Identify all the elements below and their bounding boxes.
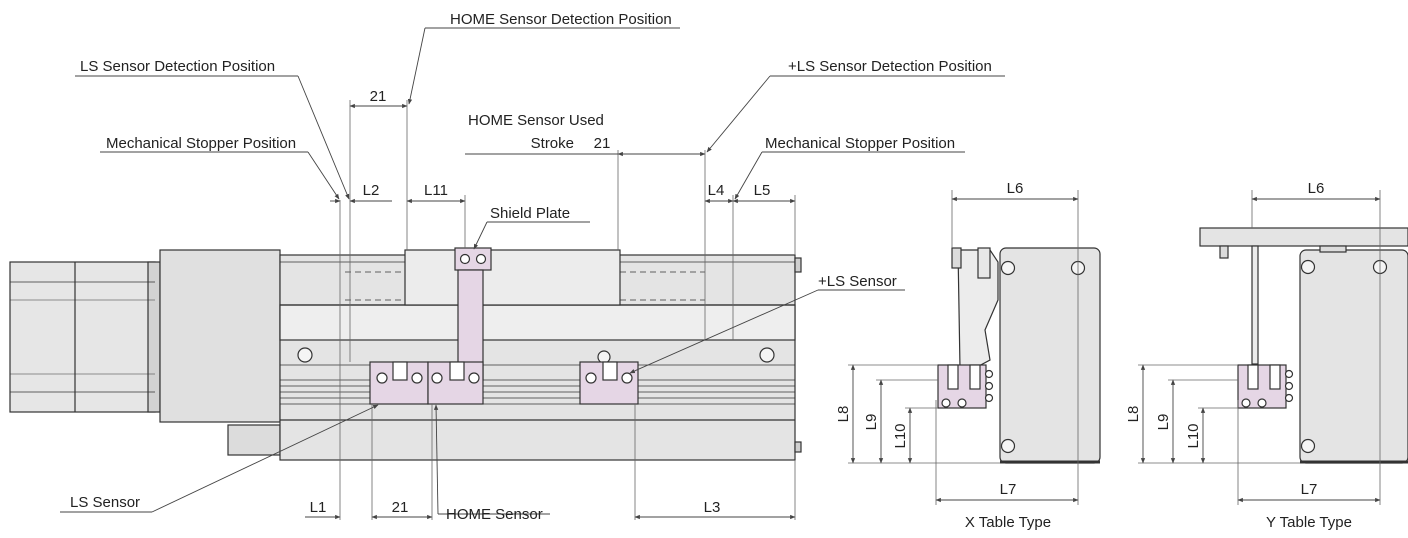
- dim-l2: L2: [363, 182, 380, 199]
- x-dim-l6: L6: [1007, 180, 1024, 197]
- ls-sensor: [369, 361, 429, 405]
- x-dim-l7: L7: [1000, 481, 1017, 498]
- table-carriage: [345, 249, 705, 306]
- side-leader-lines: [60, 27, 1005, 515]
- x-table-caption: X Table Type: [965, 514, 1051, 531]
- y-dim-l10: L10: [1185, 423, 1202, 448]
- y-table-dim-lines: [1140, 196, 1381, 503]
- mech-stopper-right-label: Mechanical Stopper Position: [765, 135, 955, 152]
- plus-ls-sensor-label: +LS Sensor: [818, 273, 897, 290]
- side-dimension-lines: [305, 103, 796, 520]
- dim-l11: L11: [424, 182, 448, 199]
- dim-bottom-21: 21: [392, 499, 409, 516]
- mech-stopper-left-label: Mechanical Stopper Position: [106, 135, 296, 152]
- y-table-view: [1199, 227, 1408, 464]
- x-dim-l10: L10: [892, 423, 909, 448]
- ls-sensor-label: LS Sensor: [70, 494, 140, 511]
- x-dim-l9: L9: [863, 414, 880, 431]
- dim-stroke-21: 21: [594, 135, 611, 152]
- home-detection-position-label: HOME Sensor Detection Position: [450, 11, 672, 28]
- dim-l1: L1: [310, 499, 327, 516]
- base-plate: [227, 424, 281, 456]
- home-sensor-label: HOME Sensor: [446, 506, 543, 523]
- y-dim-l6: L6: [1308, 180, 1325, 197]
- dim-l3: L3: [704, 499, 721, 516]
- side-extension-lines: [339, 100, 796, 520]
- side-view: [9, 247, 802, 461]
- y-dim-l9: L9: [1155, 414, 1172, 431]
- x-table-view: [937, 247, 1101, 464]
- motor: [9, 249, 281, 423]
- x-table-dim-lines: [850, 196, 1079, 503]
- plus-ls-detection-position-label: +LS Sensor Detection Position: [788, 58, 992, 75]
- home-used-stroke-label-1: HOME Sensor Used: [468, 112, 604, 129]
- y-table-caption: Y Table Type: [1266, 514, 1352, 531]
- home-used-stroke-label-2: Stroke: [531, 135, 574, 152]
- y-table-ext-lines: [1138, 190, 1381, 505]
- x-dim-l8: L8: [835, 406, 852, 423]
- y-dim-l7: L7: [1301, 481, 1318, 498]
- home-sensor: [427, 361, 484, 405]
- y-dim-l8: L8: [1125, 406, 1142, 423]
- dim-l4: L4: [708, 182, 725, 199]
- dim-top-21: 21: [370, 88, 387, 105]
- ls-detection-position-label: LS Sensor Detection Position: [80, 58, 275, 75]
- shield-plate-label: Shield Plate: [490, 205, 570, 222]
- dim-l5: L5: [754, 182, 771, 199]
- plus-ls-sensor: [579, 361, 639, 405]
